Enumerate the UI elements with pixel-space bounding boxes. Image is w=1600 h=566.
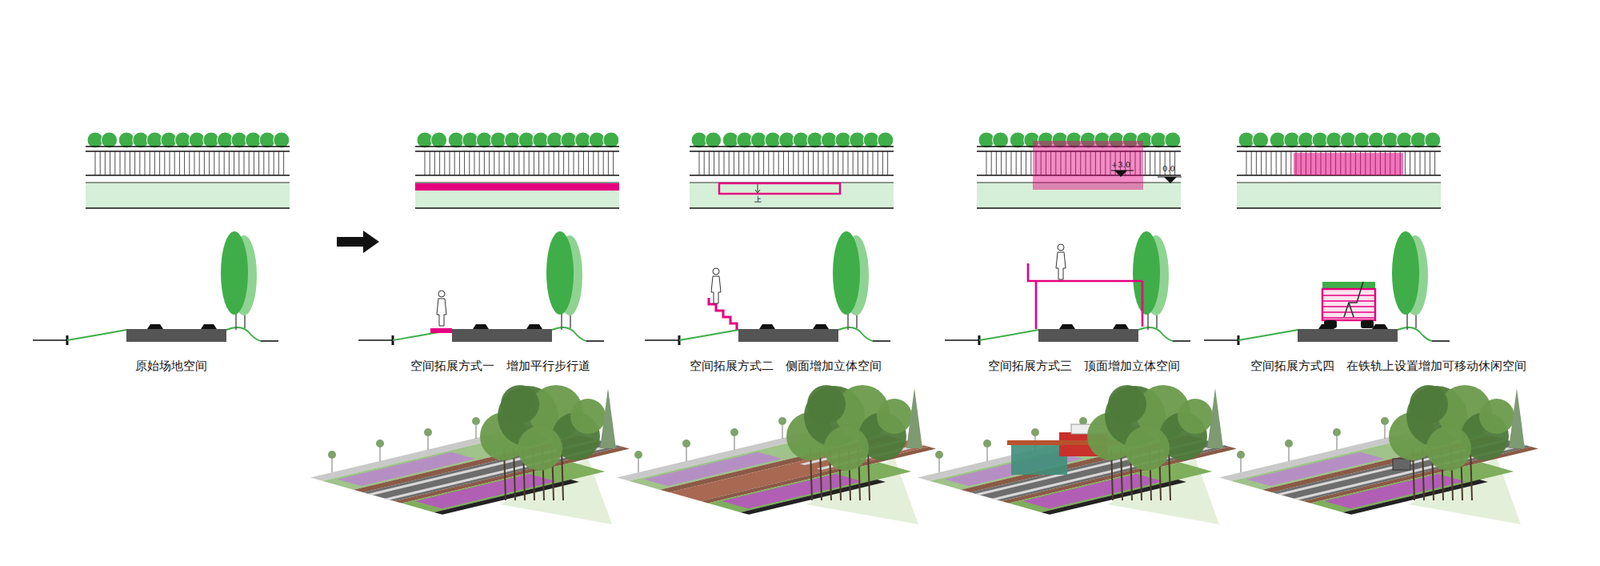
caption-label: 空间拓展方式一 增加平行步行道 [410,359,591,373]
plan-annotation: 上 [754,196,762,204]
caption-label: 空间拓展方式二 侧面增加立体空间 [689,359,882,373]
caption-label: 空间拓展方式四 在铁轨上设置增加可移动休闲空间 [1250,359,1527,373]
caption-label: 原始场地空间 [135,359,208,373]
plan-annotation: +3.0 [1111,160,1131,169]
caption-label: 空间拓展方式三 顶面增加立体空间 [988,359,1180,373]
plan-annotation: 0.0 [1162,164,1176,173]
